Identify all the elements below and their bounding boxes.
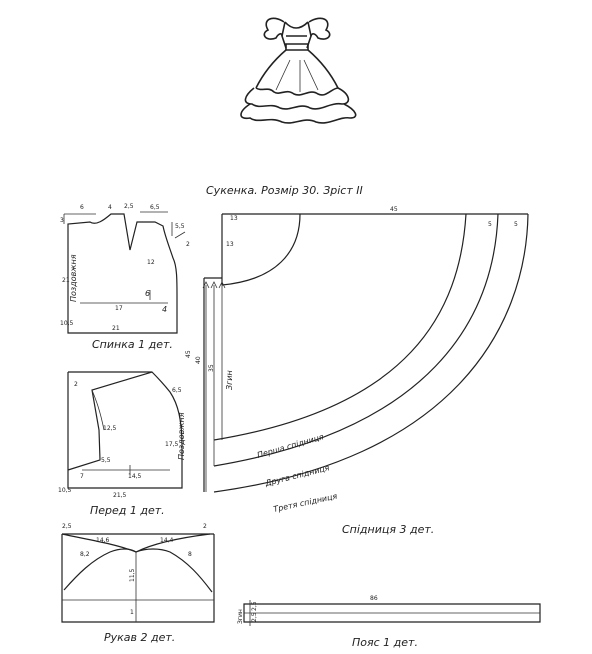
svg-text:45: 45 xyxy=(185,350,192,358)
svg-text:6,5: 6,5 xyxy=(172,387,182,394)
svg-text:5,5: 5,5 xyxy=(175,223,185,230)
svg-text:4: 4 xyxy=(162,305,167,314)
svg-text:Поздовжня: Поздовжня xyxy=(177,412,186,460)
skirt-label: Спідниця 3 дет. xyxy=(342,523,434,536)
svg-text:Друга спідниця: Друга спідниця xyxy=(263,463,330,488)
svg-text:1: 1 xyxy=(130,609,134,616)
belt-piece: 86 Згин 2,5 2,5 Пояс 1 дет. xyxy=(237,595,541,649)
svg-text:40: 40 xyxy=(195,356,202,364)
svg-text:13: 13 xyxy=(230,215,238,222)
svg-text:2: 2 xyxy=(203,523,207,530)
svg-text:2: 2 xyxy=(186,241,190,248)
sleeve-piece: 2,5 14,6 14,4 2 8,2 8 11,5 1 Рукав 2 дет… xyxy=(61,523,215,644)
svg-text:86: 86 xyxy=(370,595,378,602)
svg-text:14,6: 14,6 xyxy=(96,537,110,544)
skirt-piece: 13 45 13 5 5 45 40 35 Згин Перша спідниц… xyxy=(185,206,529,536)
svg-text:6,5: 6,5 xyxy=(150,204,160,211)
front-label: Перед 1 дет. xyxy=(90,504,165,517)
svg-text:21,5: 21,5 xyxy=(113,492,127,499)
svg-text:17,5: 17,5 xyxy=(165,441,179,448)
svg-text:12,5: 12,5 xyxy=(103,425,117,432)
belt-label: Пояс 1 дет. xyxy=(352,636,418,649)
svg-text:2,5: 2,5 xyxy=(124,203,134,210)
pattern-title: Сукенка. Розмір 30. Зріст II xyxy=(206,184,363,197)
svg-text:Перша спідниця: Перша спідниця xyxy=(256,432,325,460)
svg-text:14,4: 14,4 xyxy=(160,537,174,544)
svg-text:2,5: 2,5 xyxy=(251,612,258,622)
svg-text:6: 6 xyxy=(145,289,150,298)
svg-text:Згин: Згин xyxy=(225,370,234,390)
svg-text:5: 5 xyxy=(514,221,518,228)
svg-text:2,5: 2,5 xyxy=(62,523,72,530)
svg-text:35: 35 xyxy=(208,364,215,372)
svg-text:12: 12 xyxy=(147,259,155,266)
svg-text:4: 4 xyxy=(108,204,112,211)
back-label: Спинка 1 дет. xyxy=(92,338,173,351)
svg-text:10,5: 10,5 xyxy=(60,320,74,327)
svg-text:13: 13 xyxy=(226,241,234,248)
svg-text:Поздовжня: Поздовжня xyxy=(69,254,78,302)
svg-text:17: 17 xyxy=(115,305,123,312)
svg-text:Згин: Згин xyxy=(237,609,244,624)
svg-text:2,5: 2,5 xyxy=(251,601,258,611)
svg-text:14,5: 14,5 xyxy=(128,473,142,480)
svg-text:6: 6 xyxy=(80,204,84,211)
svg-text:8: 8 xyxy=(188,551,192,558)
front-piece: 2 6,5 12,5 5,5 17,5 7 14,5 21,5 10,5 Поз… xyxy=(58,371,186,517)
svg-text:3: 3 xyxy=(60,217,64,224)
svg-text:11,5: 11,5 xyxy=(129,568,136,582)
svg-text:Третя спідниця: Третя спідниця xyxy=(273,492,339,514)
sleeve-label: Рукав 2 дет. xyxy=(104,631,175,644)
svg-text:8,2: 8,2 xyxy=(80,551,90,558)
dress-illustration-icon xyxy=(240,17,357,124)
svg-text:5: 5 xyxy=(488,221,492,228)
svg-text:2: 2 xyxy=(74,381,78,388)
svg-text:21: 21 xyxy=(112,325,120,332)
svg-text:45: 45 xyxy=(390,206,398,213)
svg-text:7: 7 xyxy=(80,473,84,480)
back-piece: 6 4 2,5 6,5 3 5,5 2 12 6 21 17 4 21 10,5… xyxy=(60,203,190,351)
svg-text:5,5: 5,5 xyxy=(101,457,111,464)
svg-text:21: 21 xyxy=(62,277,70,284)
svg-text:10,5: 10,5 xyxy=(58,487,72,494)
